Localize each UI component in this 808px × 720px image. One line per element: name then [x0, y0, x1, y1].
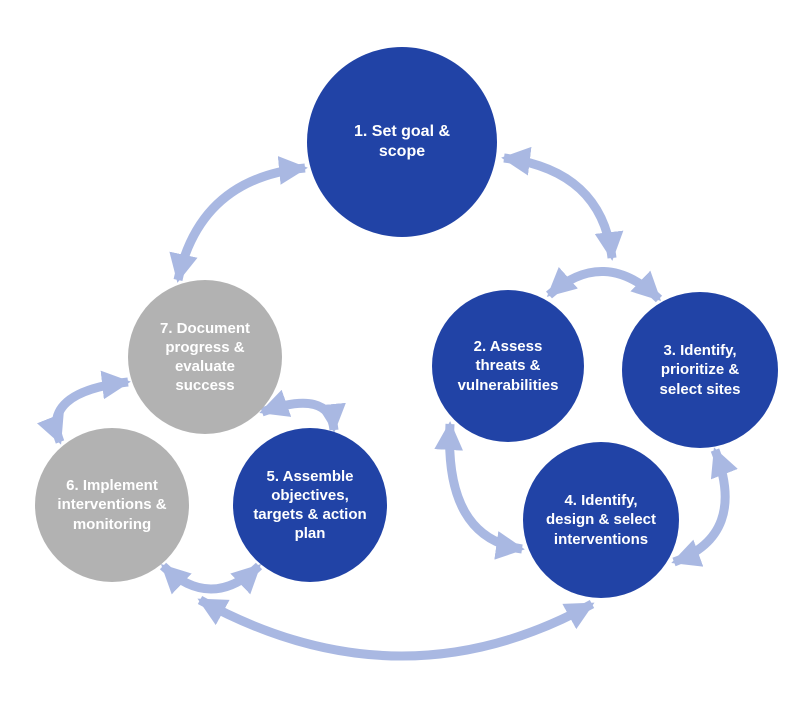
node-7-label: 7. Document progress & evaluate success [159, 319, 250, 395]
node-2-label: 2. Assess threats & vulnerabilities [457, 338, 559, 394]
arrow-1-2 [501, 146, 624, 261]
arrow-6-5 [159, 562, 263, 595]
arrow-7-6 [37, 370, 131, 445]
node-4-identify-design-interventions: 4. Identify, design & select interventio… [523, 442, 679, 598]
node-7-document-progress: 7. Document progress & evaluate success [128, 280, 282, 434]
node-2-assess-threats: 2. Assess threats & vulnerabilities [432, 290, 584, 442]
arrow-3-4 [671, 447, 738, 567]
node-3-identify-prioritize-sites: 3. Identify, prioritize & select sites [622, 292, 778, 448]
arrow-2-4 [434, 421, 525, 560]
node-3-label: 3. Identify, prioritize & select sites [659, 342, 741, 398]
node-4-label: 4. Identify, design & select interventio… [545, 492, 657, 548]
arrow-7-1 [169, 156, 308, 283]
node-1-set-goal-scope: 1. Set goal & scope [307, 47, 497, 237]
arrow-2-3 [546, 267, 663, 303]
node-5-label: 5. Assemble objectives, targets & action… [253, 467, 367, 543]
arrow-7-5 [259, 389, 346, 433]
node-6-implement-interventions: 6. Implement interventions & monitoring [35, 428, 189, 582]
node-6-label: 6. Implement interventions & monitoring [57, 477, 167, 533]
node-5-assemble-objectives: 5. Assemble objectives, targets & action… [233, 428, 387, 582]
arrow-5-4-outer [197, 596, 595, 661]
node-1-label: 1. Set goal & scope [353, 122, 451, 160]
